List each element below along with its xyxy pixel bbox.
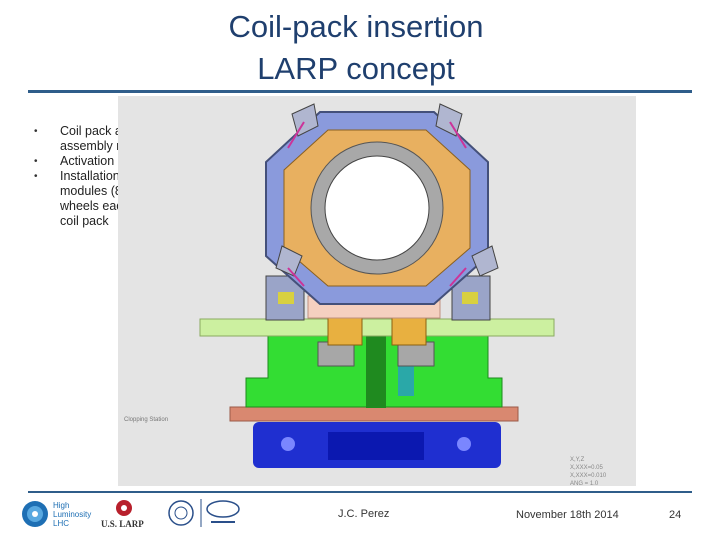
clamp-left xyxy=(317,341,355,367)
figure-caption: Clopping Station xyxy=(124,417,169,423)
bore xyxy=(324,155,430,261)
hilumi-logo-text: Luminosity xyxy=(53,510,91,519)
footer-rule xyxy=(28,491,692,493)
roller-base-center xyxy=(328,432,424,460)
larp-logo-text: U.S. LARP xyxy=(101,519,144,529)
diagonal-arm xyxy=(449,267,467,287)
hilumi-logo-text: High xyxy=(53,501,69,510)
figure-note: X,Y,Z xyxy=(570,457,585,463)
us-larp-logo: U.S. LARP xyxy=(101,500,144,529)
corner-bracket xyxy=(471,245,499,277)
title-line-1: Coil-pack insertion xyxy=(228,9,484,44)
title-line-2: LARP concept xyxy=(257,51,455,86)
footer-date: November 18th 2014 xyxy=(516,509,619,521)
corner-bracket xyxy=(435,103,463,137)
coil-pack-diagram xyxy=(118,96,636,486)
cern-logo-mark xyxy=(168,500,194,526)
title-underline xyxy=(28,90,692,93)
figure-notes: X,Y,Z X,XXX=0.05 X,XXX=0.010 ANG = 1.0 xyxy=(570,456,606,488)
hilumi-logo-text: LHC xyxy=(53,519,69,528)
clamp-right xyxy=(397,341,435,367)
assembly-master-shelf xyxy=(199,318,555,337)
corner-bracket xyxy=(291,103,319,137)
footer-author: J.C. Perez xyxy=(338,508,390,520)
actuator-cyan xyxy=(398,358,414,396)
diagonal-arm xyxy=(287,267,305,287)
hilumi-lhc-logo: High Luminosity LHC xyxy=(22,501,91,528)
center-rail xyxy=(366,336,386,408)
figure-note: X,XXX=0.05 xyxy=(570,465,603,471)
figure-note: ANG = 1.0 xyxy=(570,481,599,487)
diagonal-arm xyxy=(287,121,305,149)
cern-logo xyxy=(168,499,240,527)
page-number: 24 xyxy=(669,509,682,521)
anniversary-logo-mark xyxy=(206,500,240,518)
roller-wheel xyxy=(457,437,471,451)
support-plate xyxy=(229,406,519,422)
diagonal-arm xyxy=(449,121,467,149)
roller-wheel xyxy=(281,437,295,451)
slide-title: Coil-pack insertion LARP concept xyxy=(150,6,562,90)
figure-note: X,XXX=0.010 xyxy=(570,473,607,479)
actuator-pad xyxy=(278,292,294,304)
actuator-pad xyxy=(462,292,478,304)
